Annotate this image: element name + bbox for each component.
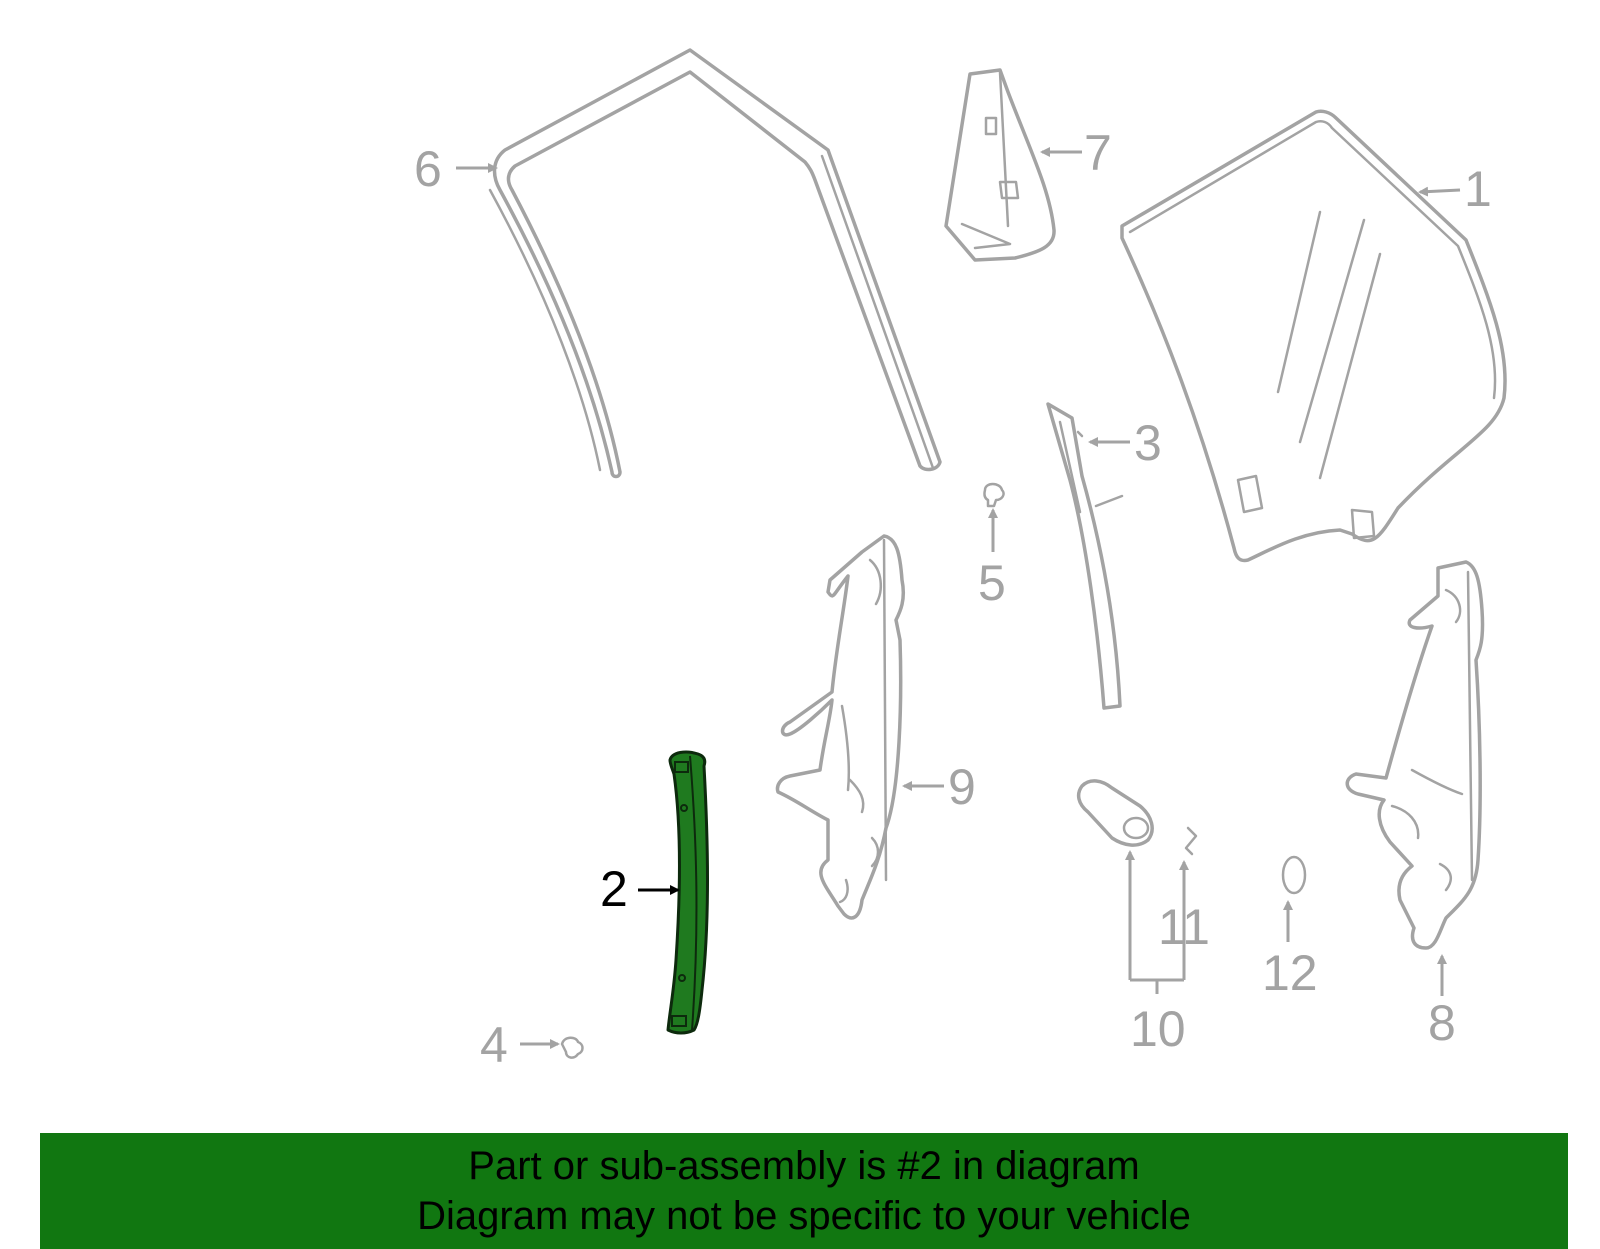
- part-5-clip: [983, 482, 1005, 508]
- part-3-channel: [1046, 402, 1124, 710]
- callout-2: 2: [600, 861, 628, 917]
- part-7-bracket: [944, 68, 1056, 262]
- banner-line-1: Part or sub-assembly is #2 in diagram: [468, 1144, 1140, 1188]
- part-10-motor: [1076, 779, 1154, 847]
- part-8-regulator: [1345, 560, 1485, 950]
- callout-10: 10: [1130, 1001, 1186, 1057]
- part-9-regulator: [775, 534, 906, 920]
- part-6-run-channel: [488, 48, 942, 479]
- callout-1: 1: [1464, 161, 1492, 217]
- callout-6: 6: [414, 141, 442, 197]
- callout-3: 3: [1134, 415, 1162, 471]
- callout-4: 4: [480, 1017, 508, 1073]
- part-11-pin: [1184, 826, 1198, 856]
- callout-5: 5: [978, 555, 1006, 611]
- callout-12: 12: [1262, 945, 1318, 1001]
- part-1-door-glass: [1120, 109, 1507, 563]
- info-banner: Part or sub-assembly is #2 in diagram Di…: [40, 1133, 1568, 1249]
- callout-labels: 1 2 3 4 5 6 7 8 9 10 11 12: [414, 125, 1492, 1073]
- banner-line-2: Diagram may not be specific to your vehi…: [417, 1194, 1191, 1238]
- part-12-ring: [1281, 855, 1307, 895]
- part-2-highlighted-channel[interactable]: [666, 750, 709, 1035]
- part-4-screw: [560, 1036, 584, 1059]
- callout-8: 8: [1428, 995, 1456, 1051]
- callout-arrows: [456, 147, 1461, 1049]
- callout-7: 7: [1084, 125, 1112, 181]
- callout-9: 9: [948, 759, 976, 815]
- callout-11: 11: [1158, 899, 1210, 955]
